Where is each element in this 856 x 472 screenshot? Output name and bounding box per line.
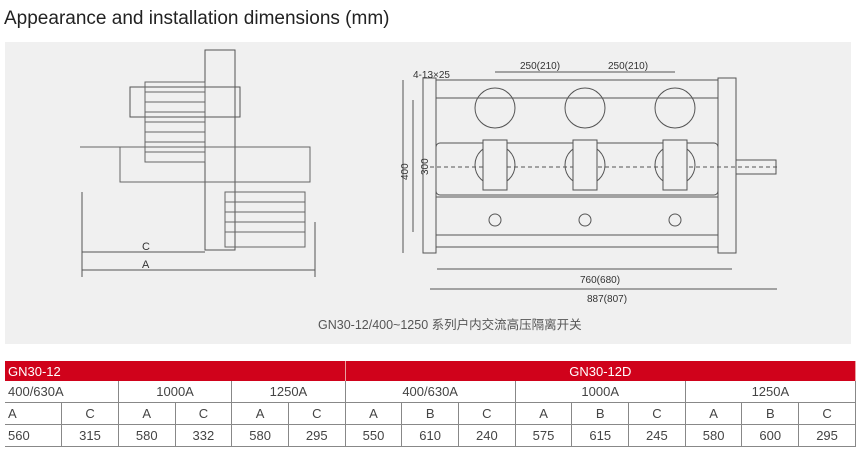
value-cell: 615 xyxy=(571,424,630,447)
value-cell: 245 xyxy=(628,424,686,447)
dimension-cell: A xyxy=(118,402,176,425)
rating-cell: 1250A xyxy=(231,381,346,403)
value-cell: 560 xyxy=(5,424,63,447)
value-cell: 600 xyxy=(741,424,800,447)
dimension-cell: C xyxy=(458,402,516,425)
value-cell: 575 xyxy=(515,424,573,447)
drawing-caption: GN30-12/400~1250 系列户内交流高压隔离开关 xyxy=(318,318,582,332)
dimension-cell: A xyxy=(685,402,743,425)
value-cell: 295 xyxy=(288,424,346,447)
width-760-label: 760(680) xyxy=(580,275,620,286)
page-title: Appearance and installation dimensions (… xyxy=(4,8,390,29)
dimension-cell: C xyxy=(61,402,119,425)
dimension-cell: C xyxy=(175,402,233,425)
pitch-label-2: 250(210) xyxy=(608,61,648,72)
dimension-cell: A xyxy=(231,402,289,425)
value-cell: 610 xyxy=(401,424,459,447)
model-header: GN30-12 xyxy=(5,361,346,381)
dim-label-a: A xyxy=(142,259,150,271)
rating-cell: 1250A xyxy=(685,381,856,403)
dimension-drawing: C A 4-13×25 250(210) 250(210) 400 300 76… xyxy=(5,42,851,344)
dimension-cell: A xyxy=(345,402,403,425)
model-header: GN30-12D xyxy=(345,361,856,381)
side-view-drawing xyxy=(80,49,316,277)
value-cell: 295 xyxy=(798,424,856,447)
rating-cell: 1000A xyxy=(118,381,233,403)
holes-label: 4-13×25 xyxy=(413,70,450,81)
value-cell: 580 xyxy=(231,424,289,447)
value-cell: 580 xyxy=(118,424,176,447)
value-cell: 315 xyxy=(61,424,119,447)
dimension-cell: A xyxy=(5,402,63,425)
dimension-cell: C xyxy=(628,402,686,425)
value-cell: 332 xyxy=(175,424,233,447)
dimension-cell: B xyxy=(401,402,459,425)
dim-label-c: C xyxy=(142,241,150,253)
width-887-label: 887(807) xyxy=(587,294,627,305)
dimension-cell: C xyxy=(798,402,856,425)
rating-cell: 400/630A xyxy=(345,381,516,403)
height-300-label: 300 xyxy=(420,158,431,175)
dimensions-table: GN30-12 GN30-12D 400/630A 1000A 1250A 40… xyxy=(5,361,856,447)
height-400-label: 400 xyxy=(400,163,411,180)
rating-cell: 400/630A xyxy=(5,381,119,403)
value-cell: 240 xyxy=(458,424,516,447)
pitch-label-1: 250(210) xyxy=(520,61,560,72)
value-cell: 550 xyxy=(345,424,403,447)
dimension-cell: A xyxy=(515,402,573,425)
front-view-drawing xyxy=(402,71,777,290)
dimension-cell: C xyxy=(288,402,346,425)
dimension-cell: B xyxy=(571,402,630,425)
dimension-cell: B xyxy=(741,402,800,425)
value-cell: 580 xyxy=(685,424,743,447)
rating-cell: 1000A xyxy=(515,381,686,403)
